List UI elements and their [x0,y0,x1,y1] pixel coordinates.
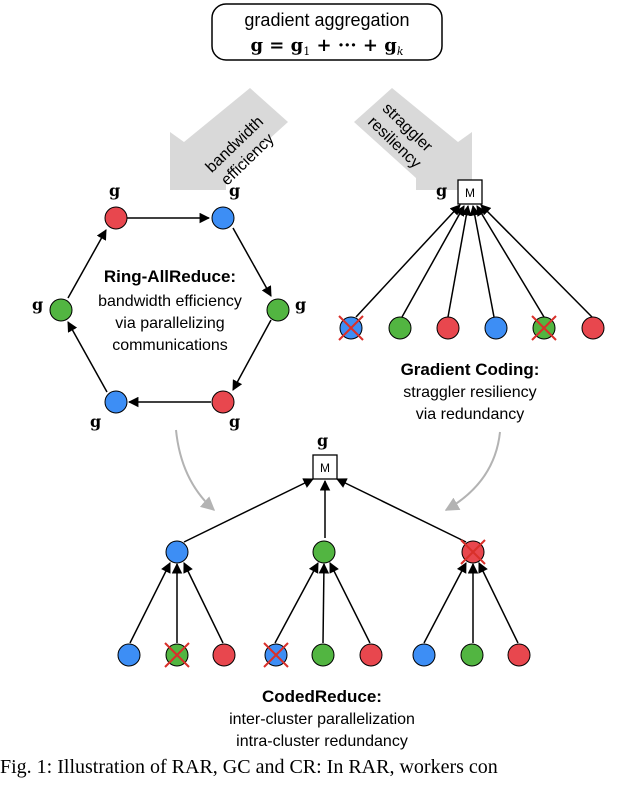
cr-worker [460,643,484,667]
cr-head-blue [165,540,189,564]
ring-node-green-left [49,298,73,322]
ring-g-label: g [90,412,101,431]
cr-master-label: M [320,461,330,475]
coded-reduce: M g [117,431,531,750]
ring-g-label: g [32,295,43,314]
cr-desc-2: intra-cluster redundancy [236,733,408,750]
gc-worker-blue [484,316,508,340]
ring-title: Ring-AllReduce: [104,267,236,286]
straggler-cross-icon [338,315,364,341]
ring-node-blue-bottom-left [104,390,128,414]
ring-g-label: g [295,295,306,314]
gc-master-box [457,179,483,205]
ring-g-label: g [109,181,120,200]
gradient-aggregation-box: gradient aggregation g = g1 + ··· + gk [211,3,443,61]
gc-master-label: M [465,186,475,200]
cr-worker [412,643,436,667]
ring-node-green-right [266,298,290,322]
figure-caption: Fig. 1: Illustration of RAR, GC and CR: … [0,756,498,778]
ring-g-label: g [229,412,240,431]
gc-g-label: g [436,181,447,200]
ring-node-blue-top-right [211,206,235,230]
curve-arrow-right [444,431,501,511]
ring-node-red-top-left [104,206,128,230]
curve-arrow-left [175,429,216,511]
gc-title: Gradient Coding: [401,360,540,379]
cr-g-label: g [317,431,328,450]
ring-desc-3: communications [112,337,228,354]
gradient-coding: M g Gradient Coding: straggler resilienc… [338,179,605,423]
straggler-cross-icon [263,642,289,668]
cr-worker [359,643,383,667]
ring-allreduce: g g g g g g Ring-AllReduce: bandwidth ef… [32,181,306,431]
ring-desc-2: via parallelizing [115,315,224,332]
ring-desc-1: bandwidth efficiency [98,293,242,310]
box-formula: g = g1 + ··· + gk [250,35,403,58]
ring-node-red-bottom-right [211,390,235,414]
gc-desc-1: straggler resiliency [403,384,536,401]
cr-worker [117,643,141,667]
gc-worker-red [436,316,460,340]
arrow-straggler-resiliency: straggler resiliency [354,88,472,190]
gc-worker-red-right [581,316,605,340]
cr-worker [311,643,335,667]
cr-worker [212,643,236,667]
straggler-cross-icon [460,539,486,565]
arrow-bandwidth-efficiency: bandwidth efficiency [170,88,288,190]
cr-worker [507,643,531,667]
cr-head-green [312,540,336,564]
straggler-cross-icon [531,315,557,341]
box-title: gradient aggregation [244,10,409,30]
gc-desc-2: via redundancy [416,406,525,423]
gc-worker-green [388,316,412,340]
ring-g-label: g [229,181,240,200]
cr-desc-1: inter-cluster parallelization [229,711,415,728]
cr-title: CodedReduce: [262,687,382,706]
figure: gradient aggregation g = g1 + ··· + gk b… [32,3,605,750]
cr-master-box [312,454,338,480]
straggler-cross-icon [164,642,190,668]
